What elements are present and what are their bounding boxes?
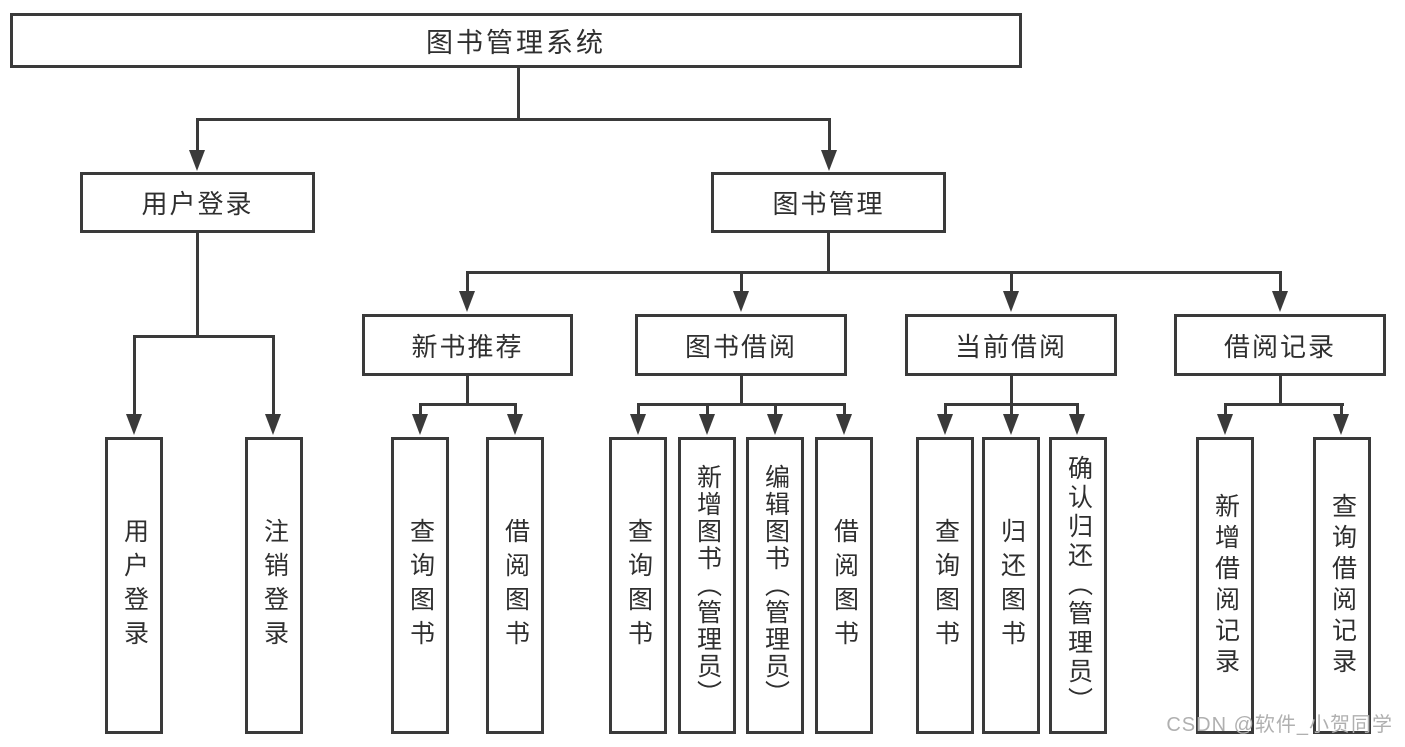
connector-line <box>133 335 136 416</box>
connector-book-management-trunk <box>827 233 830 273</box>
leaf-add-borrow-record: 新增借阅记录 <box>1196 437 1254 734</box>
connector-book-borrowing-bar <box>637 403 846 406</box>
connector-line <box>514 403 517 416</box>
leaf-query-borrow-record-label: 查询借阅记录 <box>1328 492 1357 679</box>
node-library-system: 图书管理系统 <box>10 13 1022 68</box>
connector-line <box>944 403 947 416</box>
node-user-login: 用户登录 <box>80 172 315 233</box>
arrow-down-icon <box>630 414 646 435</box>
connector-user-login-trunk <box>196 233 199 338</box>
csdn-watermark: CSDN @软件_小贺同学 <box>1166 714 1393 736</box>
connector-line <box>1010 271 1013 294</box>
leaf-borrow-books-recommend: 借阅图书 <box>486 437 544 734</box>
connector-user-login-bar <box>133 335 275 338</box>
leaf-logout: 注销登录 <box>245 437 303 734</box>
arrow-down-icon <box>937 414 953 435</box>
node-book-management-label: 图书管理 <box>772 189 885 219</box>
connector-line <box>466 271 469 294</box>
leaf-logout-label: 注销登录 <box>260 517 289 654</box>
connector-line <box>1076 403 1079 416</box>
arrow-down-icon <box>459 291 475 312</box>
leaf-query-books-recommend: 查询图书 <box>391 437 449 734</box>
arrow-down-icon <box>767 414 783 435</box>
arrow-down-icon <box>189 150 205 171</box>
leaf-query-books-recommend-label: 查询图书 <box>406 517 435 654</box>
leaf-borrow-books-recommend-label: 借阅图书 <box>501 517 530 654</box>
leaf-confirm-return-admin-label: 确认归还（管理员） <box>1064 455 1093 716</box>
connector-line <box>740 271 743 294</box>
node-borrowing-records: 借阅记录 <box>1174 314 1386 376</box>
connector-level2-bar <box>196 118 831 121</box>
arrow-down-icon <box>507 414 523 435</box>
leaf-add-book-admin-label: 新增图书（管理员） <box>693 464 722 707</box>
connector-level3-bar <box>466 271 1282 274</box>
leaf-add-borrow-record-label: 新增借阅记录 <box>1211 492 1240 679</box>
connector-borrowing-records-trunk <box>1279 376 1282 405</box>
connector-line <box>1010 403 1013 416</box>
node-user-login-label: 用户登录 <box>141 189 254 219</box>
connector-line <box>637 403 640 416</box>
arrow-down-icon <box>412 414 428 435</box>
connector-line <box>196 118 199 153</box>
node-book-management: 图书管理 <box>711 172 946 233</box>
leaf-return-book: 归还图书 <box>982 437 1040 734</box>
arrow-down-icon <box>1333 414 1349 435</box>
leaf-query-books-borrowing-label: 查询图书 <box>624 517 653 654</box>
connector-line <box>419 403 422 416</box>
arrow-down-icon <box>733 291 749 312</box>
node-new-book-recommend: 新书推荐 <box>362 314 573 376</box>
connector-line <box>843 403 846 416</box>
arrow-down-icon <box>1217 414 1233 435</box>
leaf-borrow-books-borrowing: 借阅图书 <box>815 437 873 734</box>
leaf-edit-book-admin-label: 编辑图书（管理员） <box>761 464 790 707</box>
connector-borrowing-records-bar <box>1224 403 1344 406</box>
arrow-down-icon <box>699 414 715 435</box>
leaf-user-login-label: 用户登录 <box>120 517 149 654</box>
connector-line <box>1340 403 1343 416</box>
connector-line <box>1224 403 1227 416</box>
connector-line <box>706 403 709 416</box>
node-current-borrowing: 当前借阅 <box>905 314 1117 376</box>
connector-book-borrowing-trunk <box>740 376 743 405</box>
leaf-edit-book-admin: 编辑图书（管理员） <box>746 437 804 734</box>
arrow-down-icon <box>1003 291 1019 312</box>
node-new-book-recommend-label: 新书推荐 <box>411 331 524 362</box>
leaf-add-book-admin: 新增图书（管理员） <box>678 437 736 734</box>
leaf-confirm-return-admin: 确认归还（管理员） <box>1049 437 1107 734</box>
leaf-query-books-borrowing: 查询图书 <box>609 437 667 734</box>
connector-line <box>1279 271 1282 294</box>
arrow-down-icon <box>126 414 142 435</box>
leaf-query-books-current-label: 查询图书 <box>931 517 960 654</box>
arrow-down-icon <box>1003 414 1019 435</box>
node-library-system-label: 图书管理系统 <box>426 28 606 58</box>
connector-current-borrowing-trunk <box>1010 376 1013 405</box>
arrow-down-icon <box>836 414 852 435</box>
connector-root-trunk <box>517 68 520 121</box>
leaf-query-borrow-record: 查询借阅记录 <box>1313 437 1371 734</box>
node-current-borrowing-label: 当前借阅 <box>954 331 1067 362</box>
leaf-return-book-label: 归还图书 <box>997 517 1026 654</box>
leaf-borrow-books-borrowing-label: 借阅图书 <box>830 517 859 654</box>
leaf-user-login: 用户登录 <box>105 437 163 734</box>
arrow-down-icon <box>1069 414 1085 435</box>
connector-line <box>828 118 831 153</box>
node-borrowing-records-label: 借阅记录 <box>1223 331 1336 362</box>
node-book-borrowing-label: 图书借阅 <box>684 331 797 362</box>
arrow-down-icon <box>1272 291 1288 312</box>
arrow-down-icon <box>265 414 281 435</box>
connector-new-books-trunk <box>466 376 469 405</box>
connector-line <box>774 403 777 416</box>
connector-new-books-bar <box>419 403 517 406</box>
arrow-down-icon <box>821 150 837 171</box>
connector-line <box>272 335 275 416</box>
leaf-query-books-current: 查询图书 <box>916 437 974 734</box>
node-book-borrowing: 图书借阅 <box>635 314 847 376</box>
